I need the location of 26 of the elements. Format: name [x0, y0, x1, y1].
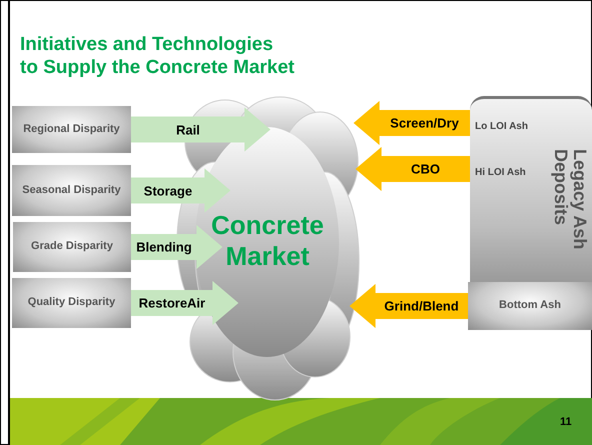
block-arrow [131, 107, 270, 152]
edge-label: Screen/Dry [390, 116, 459, 130]
vertical-heading: Legacy Ash Deposits [551, 149, 589, 252]
category-box: Bottom Ash [468, 282, 592, 330]
ash-label: Hi LOI Ash [470, 164, 534, 180]
edge-label: Grind/Blend [384, 298, 459, 314]
edge-label: Blending [136, 240, 192, 254]
block-arrow [354, 100, 470, 146]
block-arrow [356, 146, 470, 192]
cloud-title: Concrete Market [210, 210, 325, 272]
slide-title: Initiatives and Technologies to Supply the Concrete Market [20, 34, 295, 80]
edge-label: Rail [176, 122, 200, 137]
category-box: Seasonal Disparity [12, 165, 131, 216]
block-arrow [131, 280, 238, 326]
deposit-box [470, 96, 592, 282]
ash-label: Lo LOI Ash [470, 118, 534, 134]
category-box: Quality Disparity [12, 278, 131, 328]
block-arrow [131, 224, 222, 270]
category-box: Regional Disparity [12, 106, 131, 153]
edge-label: CBO [411, 162, 440, 176]
edge-label: Storage [144, 183, 192, 198]
page-number: 11 [560, 416, 572, 428]
category-box: Grade Disparity [13, 222, 131, 272]
block-arrow [131, 168, 230, 213]
edge-label: RestoreAir [138, 296, 206, 310]
block-arrow [350, 284, 468, 328]
